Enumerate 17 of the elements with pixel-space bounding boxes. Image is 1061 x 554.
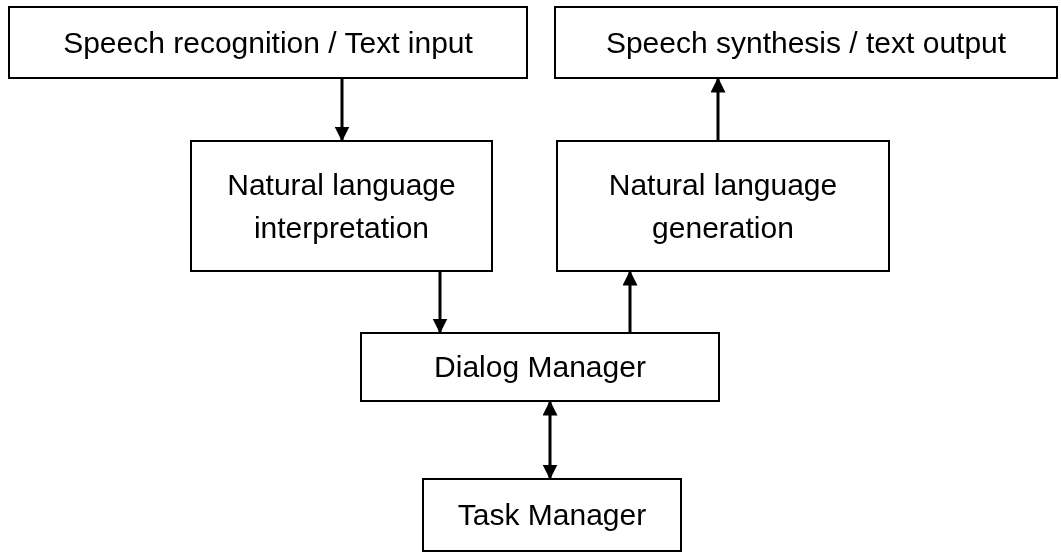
box-label: Natural language interpretation (226, 166, 457, 246)
box-label: Speech synthesis / text output (605, 24, 1007, 61)
arrow (432, 272, 448, 334)
box-label: Speech recognition / Text input (63, 24, 473, 61)
box-label: Task Manager (457, 497, 647, 534)
process-box (422, 478, 682, 552)
arrow (710, 77, 726, 140)
arrow (622, 270, 638, 332)
process-box (556, 140, 890, 272)
process-box (360, 332, 720, 402)
box-label: Dialog Manager (434, 349, 646, 386)
process-box (8, 6, 528, 79)
arrow (334, 79, 350, 142)
process-box (190, 140, 493, 272)
arrow (542, 400, 558, 480)
box-label: Natural language generation (607, 166, 839, 246)
process-box (554, 6, 1058, 79)
